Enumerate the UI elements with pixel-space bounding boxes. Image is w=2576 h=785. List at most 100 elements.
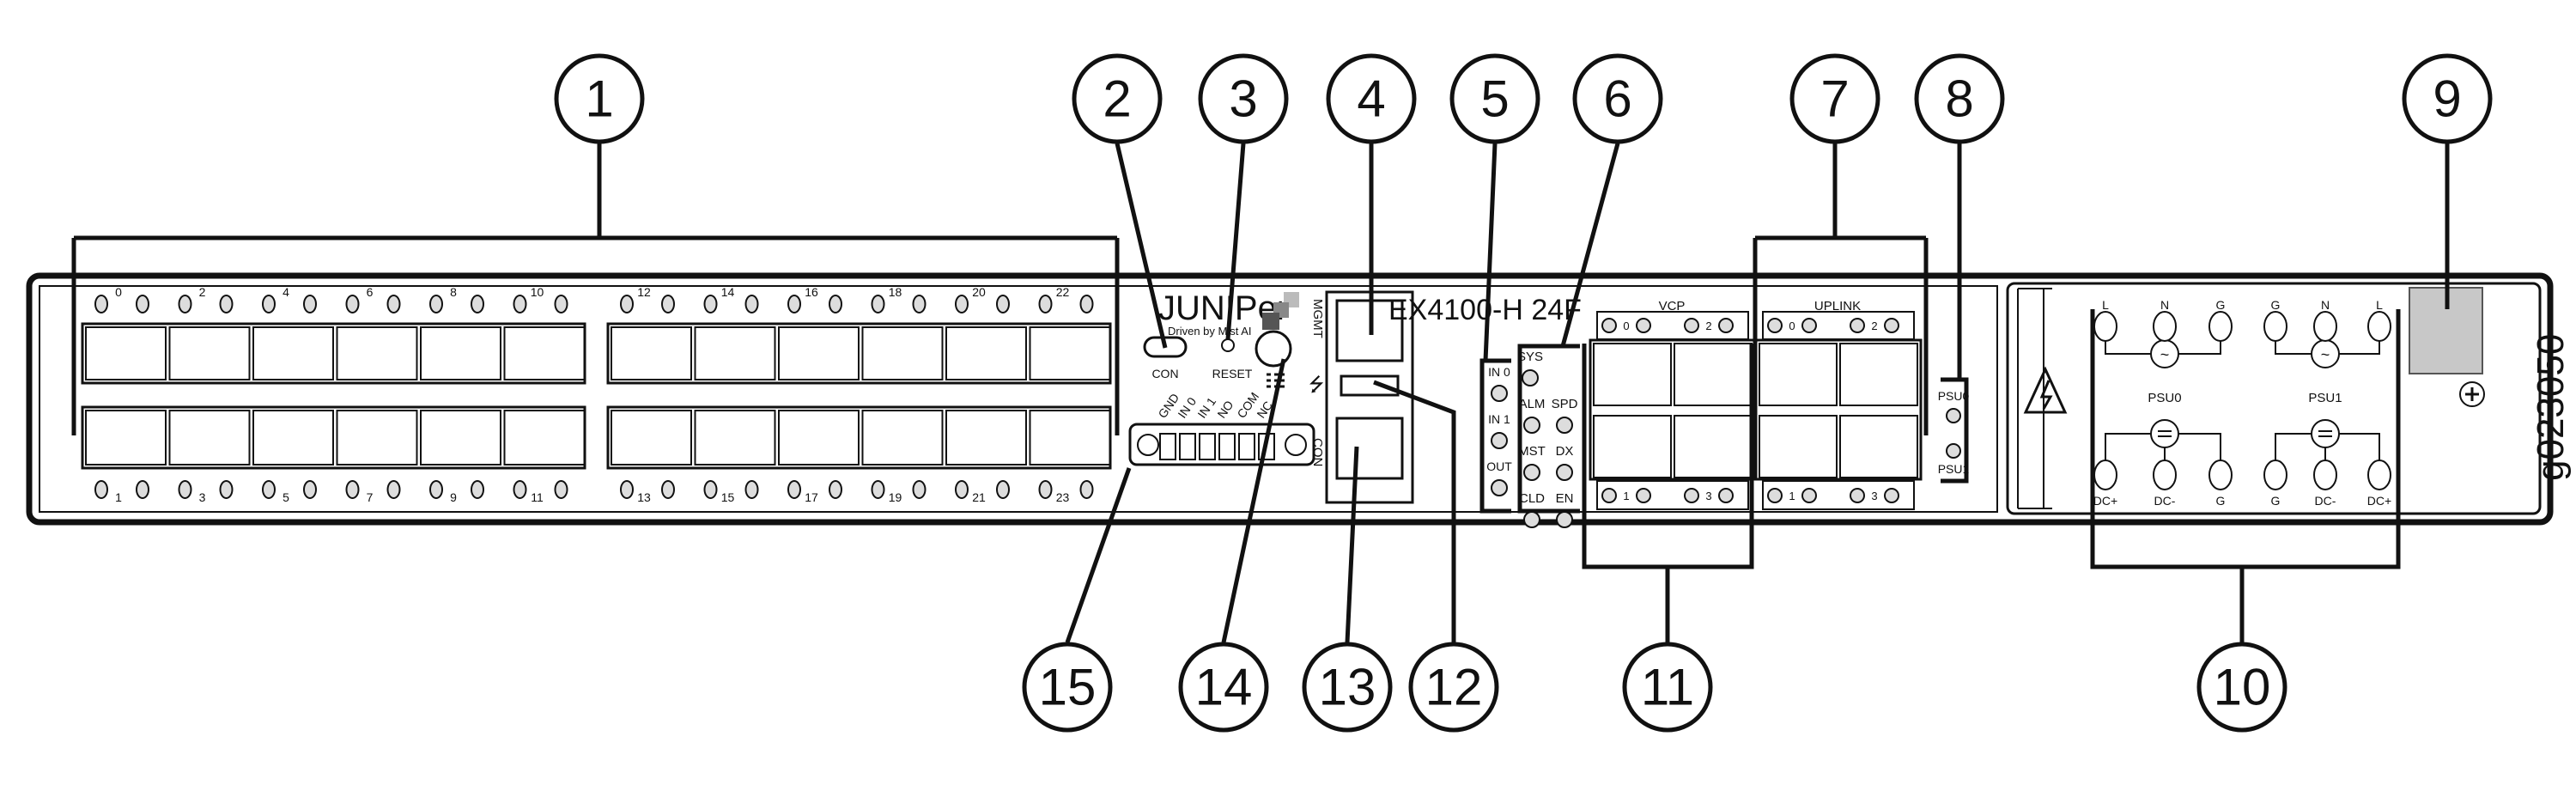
sfp-port[interactable] [503, 410, 586, 466]
dc-terminal [2263, 459, 2287, 490]
sfp-port[interactable] [420, 326, 501, 380]
vcp-qsfp-port[interactable] [1674, 343, 1753, 406]
screw-icon [2459, 381, 2485, 407]
port-led [1684, 318, 1699, 333]
status-led-label: DX [1556, 444, 1574, 459]
status-led [1556, 464, 1573, 481]
sfp-port[interactable] [503, 326, 586, 380]
usb-icon: ⭍ [1309, 374, 1324, 395]
port-number-label: 6 [367, 285, 374, 299]
callout-circle [1408, 642, 1499, 733]
sfp-port[interactable] [168, 410, 251, 466]
power-supply-panel [2006, 282, 2542, 515]
port-led [219, 480, 234, 499]
vcp-qsfp-port[interactable] [1674, 415, 1753, 478]
dc-terminal [2313, 459, 2337, 490]
port-number-label: 0 [1623, 319, 1629, 332]
uplink-qsfp-port[interactable] [1839, 415, 1918, 478]
callout-6: 6 [1572, 53, 1663, 144]
con-rj45-port[interactable] [1335, 417, 1404, 480]
sfp-port[interactable] [420, 410, 501, 466]
dc-terminal-label: G [2216, 494, 2226, 508]
callout-number: 3 [1229, 70, 1257, 128]
sfp-port[interactable] [1029, 410, 1111, 466]
dc-terminal-label: DC+ [2367, 494, 2391, 508]
con-label: CON [1151, 367, 1178, 380]
ac-terminal-label: G [2216, 298, 2226, 312]
alarm-pin [1199, 433, 1216, 460]
port-led [1684, 488, 1699, 503]
port-number-label: 1 [115, 490, 122, 504]
sfp-port[interactable] [778, 410, 860, 466]
usb-a-port[interactable] [1340, 374, 1400, 397]
sfp-port[interactable] [945, 326, 1027, 380]
reset-button[interactable] [1221, 338, 1235, 352]
callout-circle [554, 53, 645, 144]
port-led [620, 480, 634, 499]
port-led [1850, 318, 1865, 333]
sfp-port[interactable] [611, 410, 692, 466]
sfp-port[interactable] [945, 410, 1027, 466]
port-number-label: 2 [1871, 319, 1877, 332]
ac-terminal [2313, 311, 2337, 342]
ac-terminal [2263, 311, 2287, 342]
callout-number: 9 [2433, 70, 2461, 128]
dc-symbol-icon [2311, 419, 2340, 448]
alarm-pin [1159, 433, 1176, 460]
callout-number: 12 [1425, 659, 1483, 716]
sfp-port[interactable] [168, 326, 251, 380]
uplink-qsfp-port[interactable] [1759, 415, 1838, 478]
port-led [1801, 488, 1817, 503]
psu0-label: PSU0 [2148, 391, 2181, 405]
port-led [136, 295, 149, 313]
port-led [871, 295, 885, 313]
sfp-port[interactable] [336, 410, 418, 466]
callout-3: 3 [1198, 53, 1289, 144]
vcp-qsfp-port[interactable] [1593, 415, 1672, 478]
port-led [912, 480, 927, 499]
ac-terminal-label: N [2321, 298, 2330, 312]
alarm-led [1491, 385, 1508, 402]
status-led-label: ALM [1519, 397, 1546, 411]
high-voltage-warning-icon [2023, 366, 2068, 414]
port-led [996, 295, 1010, 313]
sfp-port[interactable] [861, 410, 944, 466]
sfp-port[interactable] [694, 410, 776, 466]
callout-number: 2 [1103, 70, 1131, 128]
sfp-port[interactable] [861, 326, 944, 380]
alarm-led [1491, 479, 1508, 496]
port-number-label: 21 [972, 490, 986, 504]
callout-7: 7 [1789, 53, 1880, 144]
sfp-port[interactable] [252, 410, 334, 466]
sfp-port[interactable] [778, 326, 860, 380]
uplink-qsfp-port[interactable] [1839, 343, 1918, 406]
dc-terminal [2367, 459, 2391, 490]
port-led [386, 295, 401, 313]
port-led [303, 480, 317, 499]
sfp-port[interactable] [252, 326, 334, 380]
sfp-port[interactable] [611, 326, 692, 380]
sfp-port[interactable] [85, 410, 167, 466]
mist-connect-button[interactable] [1255, 330, 1292, 368]
sfp-port[interactable] [85, 326, 167, 380]
dc-lines-icon [2158, 430, 2172, 437]
status-led [1523, 511, 1540, 528]
psu0-led [1946, 408, 1961, 423]
sfp-port[interactable] [1029, 326, 1111, 380]
psu0-led-label: PSU0 [1938, 389, 1970, 403]
uplink-qsfp-port[interactable] [1759, 343, 1838, 406]
vcp-qsfp-port[interactable] [1593, 343, 1672, 406]
ac-terminal-label: G [2271, 298, 2281, 312]
port-led [386, 480, 401, 499]
callout-number: 1 [585, 70, 613, 128]
callout-number: 7 [1820, 70, 1849, 128]
port-led [996, 480, 1010, 499]
sfp-port[interactable] [336, 326, 418, 380]
status-led-label: CLD [1519, 491, 1545, 506]
alarm-pin [1179, 433, 1196, 460]
callout-number: 6 [1603, 70, 1631, 128]
port-led [262, 480, 276, 499]
sfp-port[interactable] [694, 326, 776, 380]
port-number-label: 20 [972, 285, 986, 299]
port-led [554, 480, 568, 499]
